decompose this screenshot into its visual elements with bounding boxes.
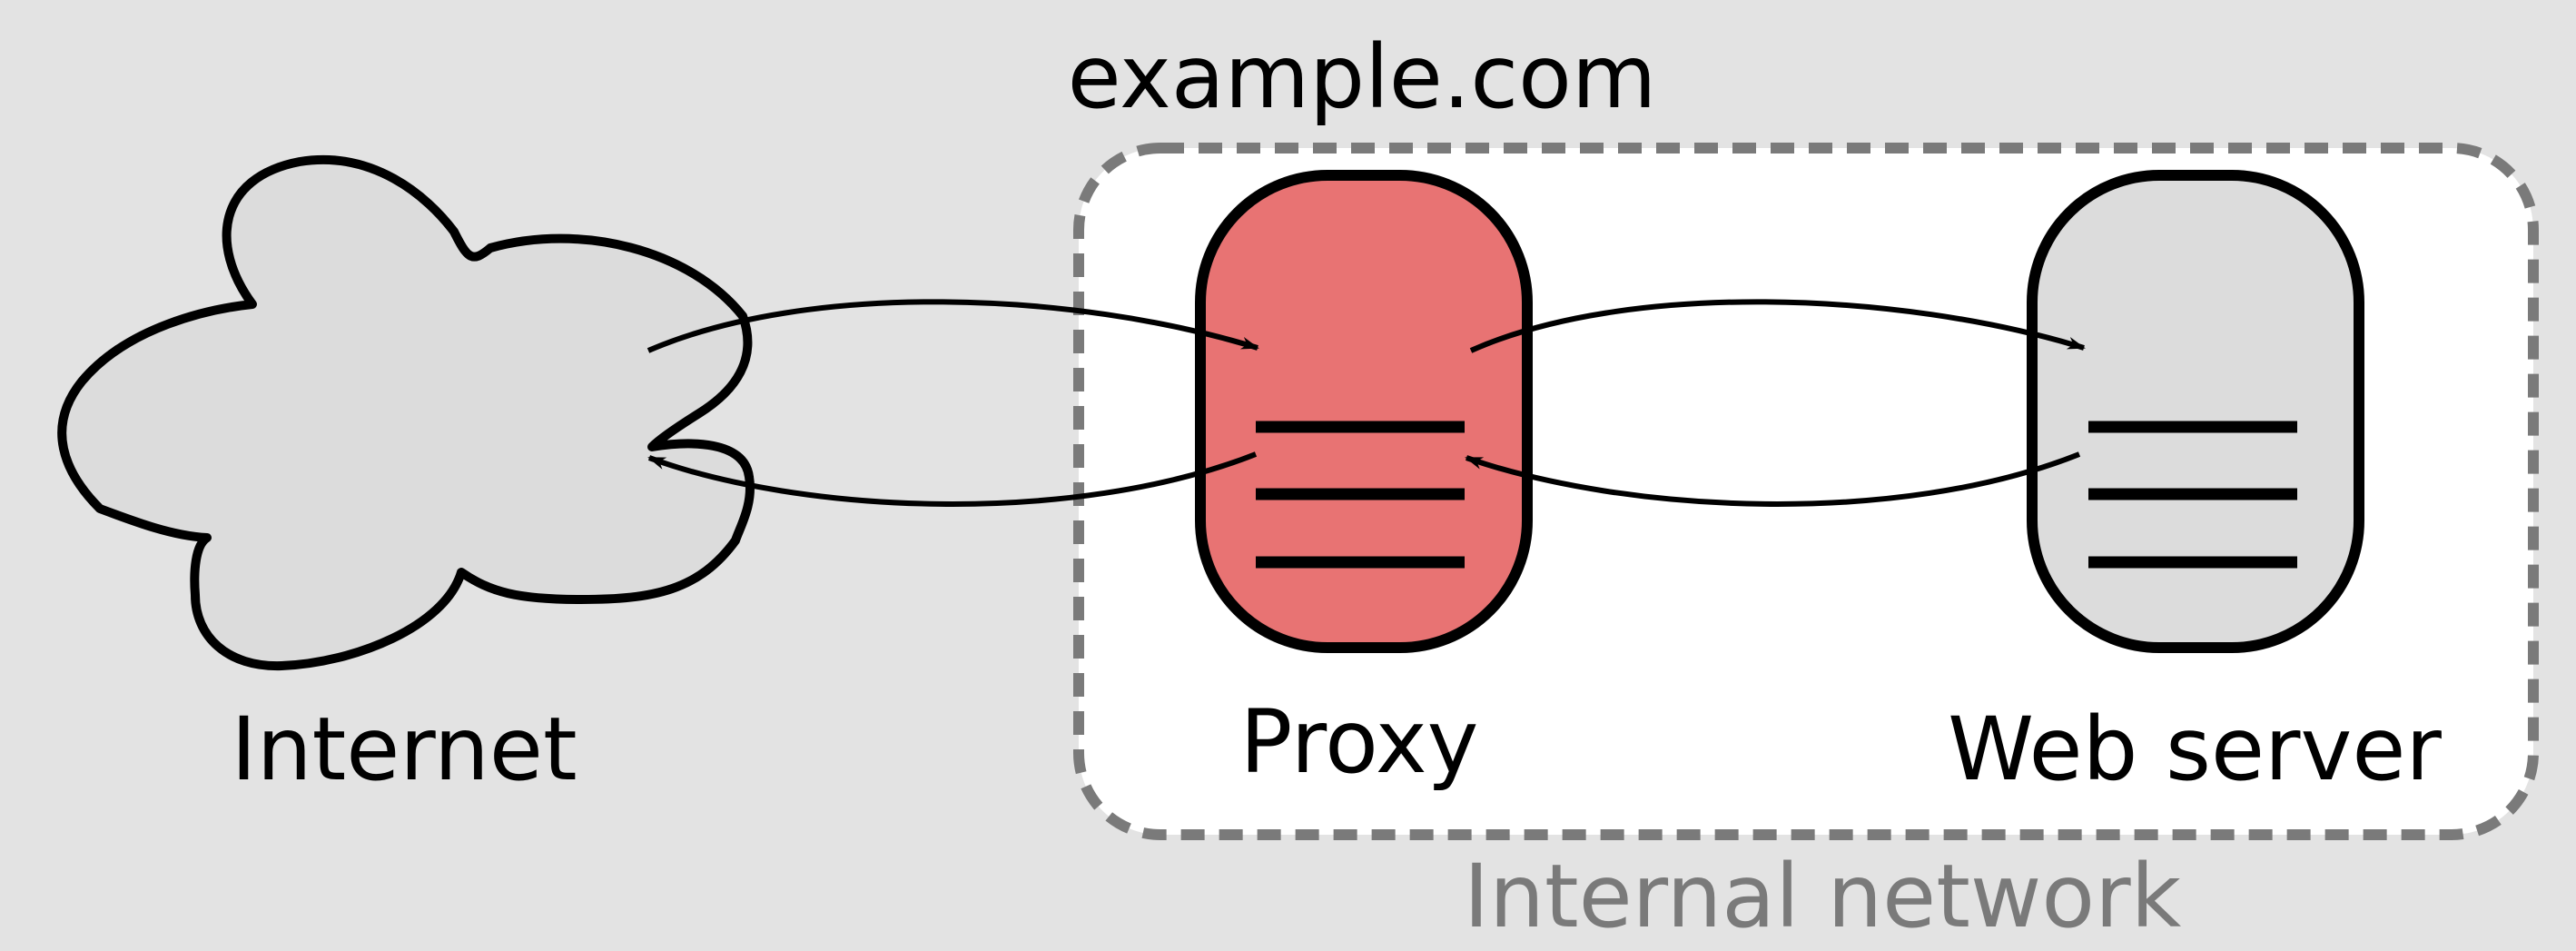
arrow-proxy-to-internet	[647, 451, 1258, 507]
proxy-server-icon	[1195, 170, 1533, 653]
internal-network-label: Internal network	[1464, 846, 2182, 947]
arrow-webserver-to-proxy	[1465, 451, 2081, 507]
domain-label: example.com	[1068, 26, 1657, 128]
arrow-internet-to-proxy	[646, 299, 1259, 353]
proxy-server	[1195, 170, 1533, 653]
proxy-label: Proxy	[1240, 691, 1479, 793]
web-server	[2027, 170, 2364, 653]
cloud-icon	[57, 154, 755, 671]
web-server-label: Web server	[1948, 698, 2442, 800]
web-server-icon	[2027, 170, 2364, 653]
internet-label: Internet	[231, 698, 577, 800]
arrow-proxy-to-webserver	[1469, 299, 2086, 353]
